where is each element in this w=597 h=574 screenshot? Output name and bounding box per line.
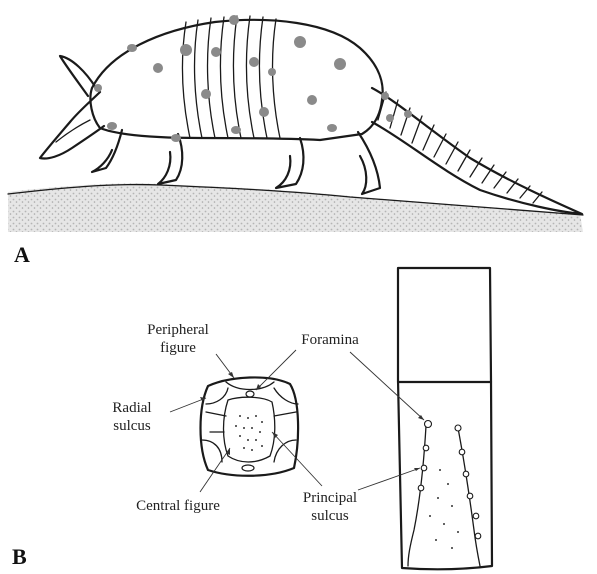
foramen — [246, 391, 254, 397]
hind-leg-2 — [358, 132, 380, 194]
hind-leg — [276, 138, 303, 188]
panel-label-a: A — [14, 242, 30, 267]
label-principal-sulcus: Principal — [303, 490, 357, 506]
head-outline — [40, 92, 104, 159]
peripheral-figure-left-top — [206, 388, 228, 404]
central-figure-outline — [224, 397, 275, 462]
label-radial-sulcus-2: sulcus — [113, 418, 151, 434]
leader-principal-banded — [358, 468, 420, 490]
central-figure-punctae — [235, 415, 263, 451]
sulcus-foramina — [418, 421, 481, 539]
banded-punctae — [429, 469, 459, 549]
label-peripheral-figure-2: figure — [160, 340, 196, 356]
radial-sulcus-1 — [206, 412, 226, 416]
carapace-bands — [183, 16, 280, 138]
buckler-osteoderm — [201, 377, 299, 475]
peripheral-figure-right-bottom — [274, 440, 296, 462]
leader-foramina-banded — [350, 352, 424, 420]
leader-central — [200, 448, 230, 492]
armadillo-illustration — [8, 15, 583, 232]
panel-label-b: B — [12, 544, 27, 569]
label-radial-sulcus: Radial — [112, 400, 151, 416]
label-central-figure: Central figure — [136, 498, 220, 514]
label-principal-sulcus-2: sulcus — [311, 508, 349, 524]
label-foramina: Foramina — [301, 332, 359, 348]
banded-osteoderm — [398, 268, 492, 569]
tail-outline — [372, 88, 582, 214]
peripheral-figure-top — [226, 382, 274, 390]
banded-outline — [398, 268, 492, 569]
carapace-spots — [94, 15, 412, 142]
front-leg — [92, 130, 122, 172]
front-leg-2 — [158, 134, 182, 184]
label-peripheral-figure: Peripheral — [147, 322, 209, 338]
foramen — [242, 465, 254, 471]
radial-sulcus-2 — [274, 412, 296, 416]
carapace-outline — [90, 20, 382, 140]
